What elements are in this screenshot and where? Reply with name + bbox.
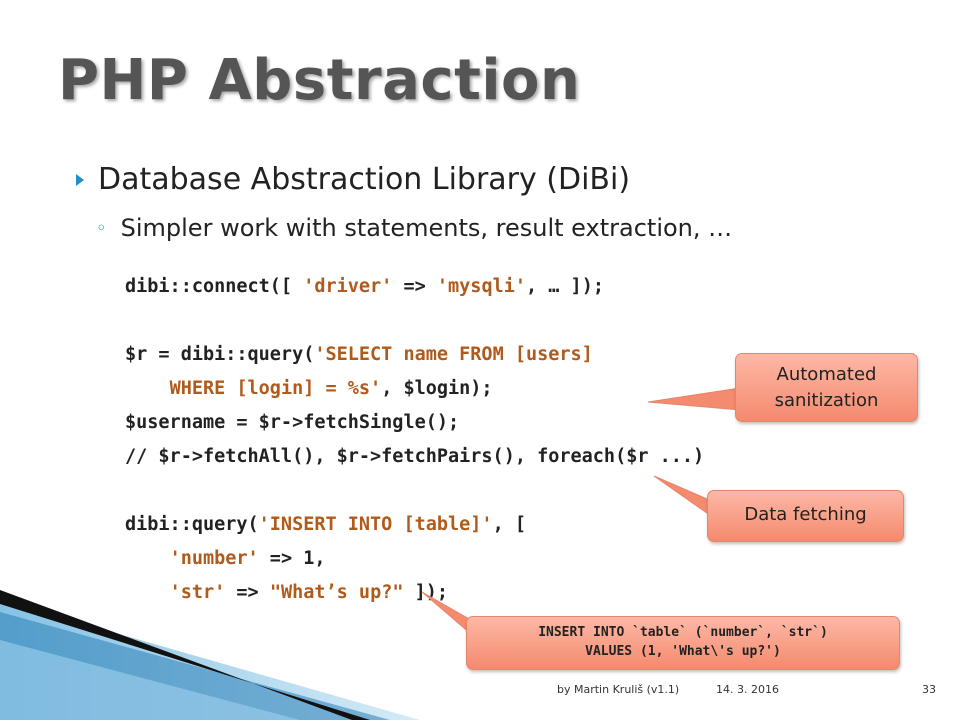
code-string-token: WHERE [login] = %s': [169, 378, 382, 399]
callout-fetching-text: Data fetching: [744, 504, 867, 525]
code-line: dibi::query('INSERT INTO [table]', [: [125, 508, 704, 542]
code-line: $r = dibi::query('SELECT name FROM [user…: [125, 338, 704, 372]
code-string-token: 'INSERT INTO [table]': [258, 514, 493, 535]
code-token: $r = dibi::query(: [125, 344, 315, 365]
code-string-token: 'str': [169, 582, 226, 603]
code-string-token: "What’s up?": [269, 582, 404, 603]
code-line: 'number' => 1,: [125, 542, 704, 576]
bullet-arrow-icon: [76, 173, 84, 186]
code-line: WHERE [login] = %s', $login);: [125, 372, 704, 406]
code-token: , $login);: [381, 378, 493, 399]
code-token: =>: [392, 276, 437, 297]
callout-insert-line1: INSERT INTO `table` (`number`, `str`): [538, 625, 828, 640]
code-line: ​: [125, 304, 704, 338]
footer-page-number: 33: [922, 683, 936, 696]
code-token: dibi::query(: [125, 514, 259, 535]
slide-title: PHP Abstraction: [58, 48, 581, 113]
footer-author: by Martin Kruliš (v1.1): [557, 683, 680, 696]
code-string-token: 'mysqli': [436, 276, 526, 297]
callout-insert: INSERT INTO `table` (`number`, `str`) VA…: [466, 616, 900, 670]
callout-insert-line2: VALUES (1, 'What\'s up?'): [585, 644, 781, 659]
code-token: // $r->fetchAll(), $r->fetchPairs(), for…: [125, 446, 705, 467]
code-block: dibi::connect([ 'driver' => 'mysqli', … …: [125, 270, 704, 610]
code-line: dibi::connect([ 'driver' => 'mysqli', … …: [125, 270, 704, 304]
sub-bullet: ◦ Simpler work with statements, result e…: [96, 214, 732, 242]
callout-fetching: Data fetching: [707, 490, 904, 542]
code-line: ​: [125, 474, 704, 508]
code-token: =>: [225, 582, 270, 603]
code-token: => 1,: [258, 548, 326, 569]
code-token: [125, 378, 170, 399]
code-string-token: 'number': [169, 548, 259, 569]
code-token: dibi::connect([: [125, 276, 304, 297]
main-bullet: Database Abstraction Library (DiBi): [76, 162, 630, 197]
footer-date: 14. 3. 2016: [716, 683, 779, 696]
code-token: ]);: [403, 582, 449, 603]
code-line: $username = $r->fetchSingle();: [125, 406, 704, 440]
code-token: , … ]);: [526, 276, 604, 297]
code-line: 'str' => "What’s up?" ]);: [125, 576, 704, 610]
sub-bullet-text: Simpler work with statements, result ext…: [120, 214, 733, 242]
code-line: // $r->fetchAll(), $r->fetchPairs(), for…: [125, 440, 704, 474]
main-bullet-text: Database Abstraction Library (DiBi): [98, 162, 631, 197]
code-token: [125, 548, 170, 569]
code-token: [125, 582, 170, 603]
callout-sanitization-text: Automated sanitization: [774, 364, 879, 411]
callout-tail-sanitization: [647, 387, 741, 411]
code-string-token: 'driver': [303, 276, 393, 297]
code-string-token: 'SELECT name FROM [users]: [314, 344, 593, 365]
callout-sanitization: Automated sanitization: [735, 353, 918, 422]
code-token: , [: [492, 514, 526, 535]
code-token: $username = $r->fetchSingle();: [125, 412, 460, 433]
circle-bullet-icon: ◦: [96, 217, 107, 239]
